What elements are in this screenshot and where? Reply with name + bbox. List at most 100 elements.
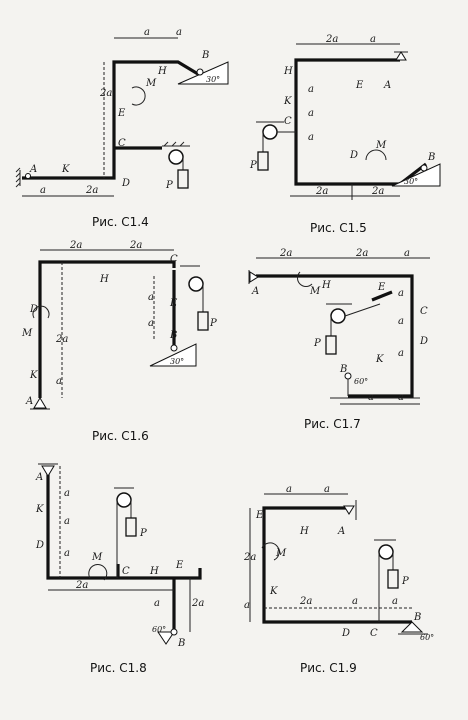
label-a: A [383, 80, 391, 91]
label-p: P [139, 528, 147, 539]
angle-label: 60° [420, 633, 434, 642]
label-d: D [29, 304, 38, 315]
label-e: E [169, 298, 178, 309]
label-b: B [427, 152, 435, 163]
frame-beam [256, 274, 414, 398]
label-c: C [170, 254, 178, 265]
incline-b [149, 343, 197, 367]
label-k: K [283, 96, 292, 107]
dim-label: 2a [243, 552, 256, 563]
caption-c1-4: Рис. С1.4 [92, 215, 149, 229]
dim-label: 2a [279, 248, 292, 259]
pulley [116, 492, 132, 508]
frame-beam [46, 466, 202, 580]
label-b: B [177, 638, 185, 649]
label-k: K [269, 586, 278, 597]
label-c: C [122, 566, 130, 577]
dim-label: 2a [129, 240, 142, 251]
label-e: E [355, 80, 364, 91]
dim-label: a [148, 292, 154, 303]
label-c: C [370, 628, 378, 639]
frame-beam [22, 60, 199, 180]
label-c: C [118, 138, 126, 149]
label-d: D [341, 628, 350, 639]
label-a: A [29, 164, 37, 175]
dim-label: a [154, 598, 160, 609]
label-k: K [61, 164, 70, 175]
label-h: H [157, 66, 167, 77]
angle-label: 30° [170, 357, 184, 366]
caption-c1-8: Рис. С1.8 [90, 661, 147, 675]
dim-label: 2a [69, 240, 82, 251]
angle-label: 30° [206, 75, 220, 84]
weight-p [197, 311, 209, 331]
label-m: M [145, 78, 157, 89]
label-p: P [401, 576, 409, 587]
label-p: P [249, 160, 257, 171]
label-e: E [117, 108, 126, 119]
moment-arc [32, 305, 50, 319]
dim-label: a [392, 596, 398, 607]
label-h: H [321, 280, 331, 291]
label-b: B [201, 50, 209, 61]
dim-label: 2a [325, 34, 338, 45]
dim-label: a [144, 27, 150, 38]
label-p: P [313, 338, 321, 349]
figure-c1-4: A K D C E M H B P a 2a a a 2a 30° Рис. С… [15, 27, 229, 229]
label-h: H [149, 566, 159, 577]
moment-arc [297, 271, 313, 287]
dim-label: 2a [299, 596, 312, 607]
figure-c1-7: A M H E C D K B P 2a 2a a a a a a a 60° … [248, 248, 430, 431]
weight-p [125, 517, 137, 537]
label-k: K [29, 370, 38, 381]
label-a: A [25, 396, 33, 407]
dim-label: a [56, 376, 62, 387]
hinge-a [25, 173, 31, 179]
angle-label: 60° [354, 377, 368, 386]
dim-label: a [64, 548, 70, 559]
dim-label: a [40, 185, 46, 196]
label-m: M [275, 548, 287, 559]
label-h: H [299, 526, 309, 537]
dim-label: a [352, 596, 358, 607]
dim-label: 2a [355, 248, 368, 259]
label-c: C [420, 306, 428, 317]
dim-label: 2a [315, 186, 328, 197]
caption-c1-6: Рис. С1.6 [92, 429, 149, 443]
dim-label: 2a [85, 185, 98, 196]
frame-beam [294, 58, 427, 186]
dim-label: a [308, 84, 314, 95]
moment-arc [131, 86, 146, 106]
pulley [188, 276, 204, 292]
label-h: H [99, 274, 109, 285]
dim-label: a [64, 488, 70, 499]
dim-label: a [148, 318, 154, 329]
dim-label: a [398, 288, 404, 299]
dim-label: a [368, 392, 374, 403]
label-e: E [175, 560, 184, 571]
label-e: E [255, 510, 264, 521]
caption-c1-7: Рис. С1.7 [304, 417, 361, 431]
frame-beam [38, 260, 176, 398]
weight-p [387, 569, 399, 589]
dim-label: a [308, 108, 314, 119]
pulley [378, 544, 394, 560]
label-k: K [35, 504, 44, 515]
incline-b [391, 163, 441, 187]
dim-label: a [370, 34, 376, 45]
dim-label: 2a [191, 598, 204, 609]
label-m: M [91, 552, 103, 563]
dim-label: a [398, 316, 404, 327]
label-d: D [121, 178, 130, 189]
dim-label: a [286, 484, 292, 495]
roller-b [196, 68, 204, 76]
label-h: H [283, 66, 293, 77]
dim-label: a [244, 600, 250, 611]
label-p: P [209, 318, 217, 329]
moment-arc [261, 542, 280, 561]
dim-label: a [398, 392, 404, 403]
weight-p [257, 151, 269, 171]
label-d: D [419, 336, 428, 347]
label-b: B [339, 364, 347, 375]
